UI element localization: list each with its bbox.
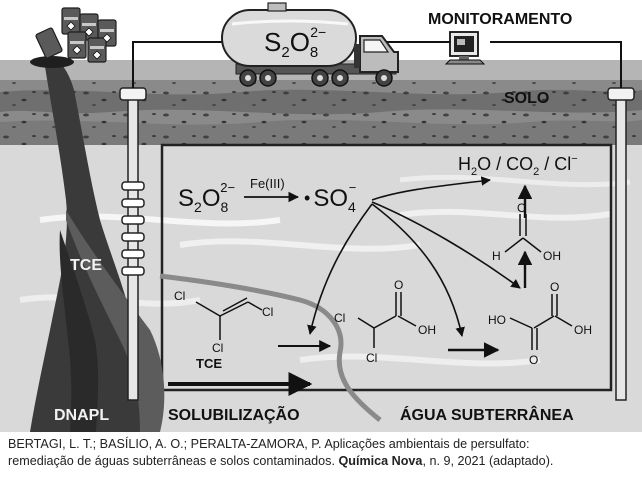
injection-well bbox=[119, 87, 147, 401]
tce-molecule-label: TCE bbox=[196, 356, 222, 371]
dca-cl-2: Cl bbox=[366, 351, 377, 365]
catalyst-label: Fe(III) bbox=[250, 176, 285, 191]
tanker-truck: S2O82− bbox=[221, 2, 399, 87]
waste-drums bbox=[30, 7, 117, 68]
oxalic-oh: OH bbox=[574, 323, 592, 337]
formic-h: H bbox=[492, 249, 501, 263]
treatment-zone-frame bbox=[160, 143, 613, 392]
monitoring-well bbox=[607, 87, 635, 401]
caption-line-2-text: remediação de águas subterrâneas e solos… bbox=[8, 454, 339, 468]
formic-acid-molecule bbox=[504, 214, 542, 253]
dissolved-plume-stream bbox=[159, 273, 382, 422]
dichloroacetic-acid-molecule bbox=[357, 292, 417, 348]
solubilization-label: SOLUBILIZAÇÃO bbox=[168, 404, 300, 424]
diagram-svg: S2O82− MONITORAMENTO SOLO TCE DNAPL SOLU… bbox=[0, 2, 642, 432]
caption-line-2: remediação de águas subterrâneas e solos… bbox=[8, 453, 638, 470]
journal-name: Química Nova bbox=[338, 454, 423, 468]
formic-o: O bbox=[517, 201, 526, 215]
radical-attack-arrows bbox=[307, 176, 521, 337]
tanker-formula: S2O82− bbox=[264, 24, 326, 61]
oxalic-o-1: O bbox=[529, 353, 538, 367]
reaction-equation: S2O82− Fe(III) •SO4− bbox=[178, 176, 356, 215]
groundwater-label: ÁGUA SUBTERRÂNEA bbox=[400, 405, 574, 424]
caption-line-2-end: , n. 9, 2021 (adaptado). bbox=[422, 454, 554, 468]
computer-icon bbox=[444, 31, 486, 65]
soil-label: SOLO bbox=[504, 90, 549, 107]
dca-oh: OH bbox=[418, 323, 436, 337]
caption-line-1: BERTAGI, L. T.; BASÍLIO, A. O.; PERALTA-… bbox=[8, 437, 530, 451]
injection-pipe bbox=[132, 41, 236, 88]
tce-molecule bbox=[195, 297, 263, 340]
dnapl-label: DNAPL bbox=[54, 407, 109, 424]
formic-oh: OH bbox=[543, 249, 561, 263]
soil-layer bbox=[0, 80, 642, 145]
oxalic-ho: HO bbox=[488, 313, 506, 327]
remediation-diagram: S2O82− MONITORAMENTO SOLO TCE DNAPL SOLU… bbox=[0, 2, 642, 432]
tce-cl-3: Cl bbox=[212, 341, 223, 355]
final-products: H2O / CO2 / Cl− bbox=[458, 153, 578, 178]
monitoring-label: MONITORAMENTO bbox=[428, 11, 572, 28]
oxalic-o-2: O bbox=[550, 280, 559, 294]
dca-o: O bbox=[394, 278, 403, 292]
dnapl-plume bbox=[30, 58, 165, 432]
tce-plume-label: TCE bbox=[70, 257, 102, 274]
tce-cl-1: Cl bbox=[174, 289, 185, 303]
oxalic-acid-molecule bbox=[509, 294, 573, 350]
dca-cl-1: Cl bbox=[334, 311, 345, 325]
sulfate-radical: •SO4− bbox=[304, 180, 356, 215]
tce-cl-2: Cl bbox=[262, 305, 273, 319]
source-caption: BERTAGI, L. T.; BASÍLIO, A. O.; PERALTA-… bbox=[8, 436, 638, 470]
persulfate-formula: S2O82− bbox=[178, 180, 235, 215]
injection-screen bbox=[121, 181, 145, 276]
